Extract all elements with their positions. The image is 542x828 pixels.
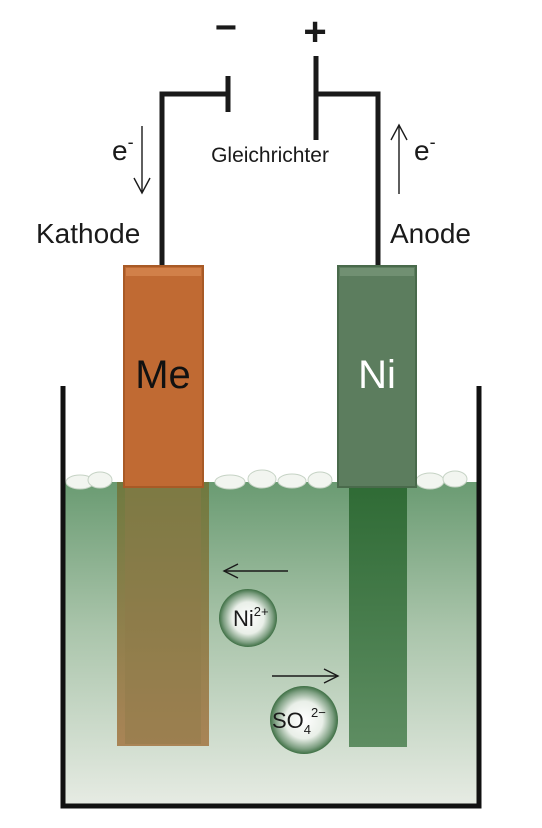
anode-label: Anode <box>390 218 471 249</box>
sulfate-ion-base: SO <box>272 708 304 733</box>
electron-right-base: e <box>414 135 430 166</box>
electron-left-sup: - <box>128 132 134 152</box>
cathode-metal-label: Me <box>135 353 191 397</box>
sulfate-ion: SO42− <box>270 686 338 754</box>
minus-sign: − <box>215 7 237 49</box>
cathode-label: Kathode <box>36 218 140 249</box>
sulfate-ion-charge: 2− <box>311 705 326 720</box>
electron-up-arrow <box>390 123 408 194</box>
sulfate-ion-sub: 4 <box>304 722 311 737</box>
electron-right-sup: - <box>430 132 436 152</box>
rectifier-label: Gleichrichter <box>211 144 329 167</box>
cathode-electrode: Me <box>117 265 209 746</box>
electron-right: e- <box>414 132 436 166</box>
anode-electrode: Ni <box>337 265 417 747</box>
circuit-wires <box>159 56 381 267</box>
bath-container <box>60 386 482 809</box>
svg-text:Ni2+: Ni2+ <box>233 604 269 631</box>
nickel-ion-charge: 2+ <box>254 604 269 619</box>
electron-left: e- <box>112 132 134 166</box>
svg-text:e-: e- <box>112 132 134 166</box>
electron-down-arrow <box>133 126 151 195</box>
sulfate-ion-arrow <box>272 668 340 684</box>
electron-left-base: e <box>112 135 128 166</box>
plus-sign: + <box>303 10 326 54</box>
anode-metal-label: Ni <box>358 353 396 397</box>
nickel-ion-base: Ni <box>233 606 254 631</box>
nickel-ion: Ni2+ <box>219 589 277 647</box>
svg-text:SO42−: SO42− <box>272 705 326 737</box>
ni-ion-arrow <box>222 563 288 579</box>
svg-text:e-: e- <box>414 132 436 166</box>
